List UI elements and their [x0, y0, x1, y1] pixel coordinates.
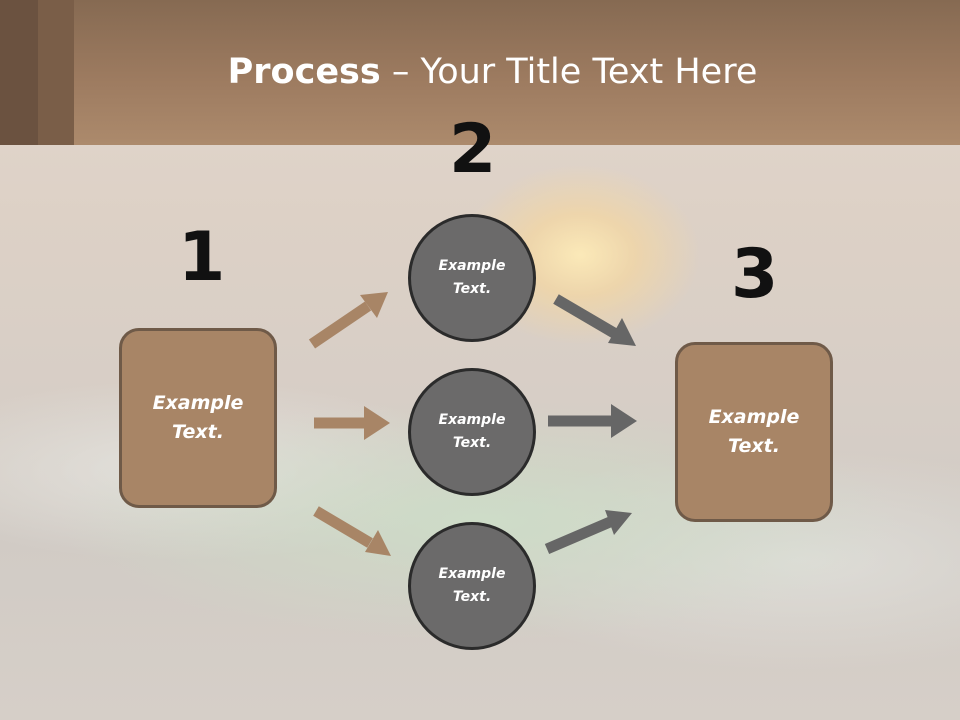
step-number-1: 1: [178, 218, 226, 297]
step-2-circle-top: Example Text.: [408, 214, 536, 342]
step-2-circle-bottom: Example Text.: [408, 522, 536, 650]
step-number-3: 3: [731, 235, 779, 314]
circle-text: Example Text.: [438, 412, 506, 451]
arrow-right-brown: [314, 406, 390, 440]
header-accent-stripe: [38, 0, 74, 145]
circle-text: Example Text.: [438, 258, 506, 297]
step-3-box: Example Text.: [675, 342, 833, 522]
arrow-right-gray: [548, 404, 637, 438]
slide-title: Process – Your Title Text Here: [0, 52, 960, 92]
step-number-2: 2: [449, 110, 497, 189]
arrow-down-right-brown: [313, 506, 391, 556]
arrow-up-right-gray: [544, 510, 632, 555]
arrow-up-right-brown: [308, 292, 388, 349]
header-accent-stripe: [0, 0, 38, 145]
circle-text: Example Text.: [438, 566, 506, 605]
step-1-box-text: Example Text.: [152, 392, 244, 443]
title-bar: [0, 0, 960, 145]
title-rest: – Your Title Text Here: [380, 52, 758, 92]
step-1-box: Example Text.: [119, 328, 277, 508]
arrow-down-right-gray: [553, 294, 636, 346]
title-bold: Process: [227, 52, 381, 92]
step-2-circle-middle: Example Text.: [408, 368, 536, 496]
step-3-box-text: Example Text.: [708, 406, 800, 457]
